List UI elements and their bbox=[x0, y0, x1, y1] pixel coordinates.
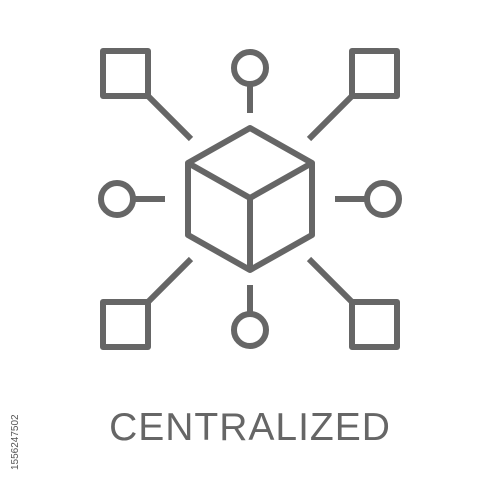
side-id-text: 1556247502 bbox=[10, 414, 21, 470]
bottom-right-square-icon bbox=[349, 299, 400, 350]
top-left-connector bbox=[145, 93, 194, 142]
top-right-node bbox=[306, 48, 400, 142]
bottom-left-connector bbox=[145, 256, 194, 305]
top-left-node bbox=[100, 48, 194, 142]
top-right-connector bbox=[306, 93, 355, 142]
top-left-square-icon bbox=[100, 48, 151, 99]
left-node bbox=[98, 180, 165, 218]
bottom-right-connector bbox=[306, 256, 355, 305]
cube-icon bbox=[185, 125, 315, 273]
caption-label: CENTRALIZED bbox=[109, 406, 391, 449]
centralized-network-svg bbox=[98, 48, 402, 350]
bottom-left-square-icon bbox=[100, 299, 151, 350]
left-node-circle-icon bbox=[98, 180, 136, 218]
bottom-node-circle-icon bbox=[231, 311, 269, 349]
top-node bbox=[231, 49, 269, 113]
bottom-right-node bbox=[306, 256, 400, 350]
bottom-left-node bbox=[100, 256, 194, 350]
right-node-circle-icon bbox=[364, 180, 402, 218]
top-right-square-icon bbox=[349, 48, 400, 99]
bottom-node bbox=[231, 285, 269, 349]
cube-top-edges bbox=[186, 160, 314, 201]
centralized-network-icon bbox=[98, 48, 402, 350]
right-node bbox=[335, 180, 402, 218]
top-node-circle-icon bbox=[231, 49, 269, 87]
